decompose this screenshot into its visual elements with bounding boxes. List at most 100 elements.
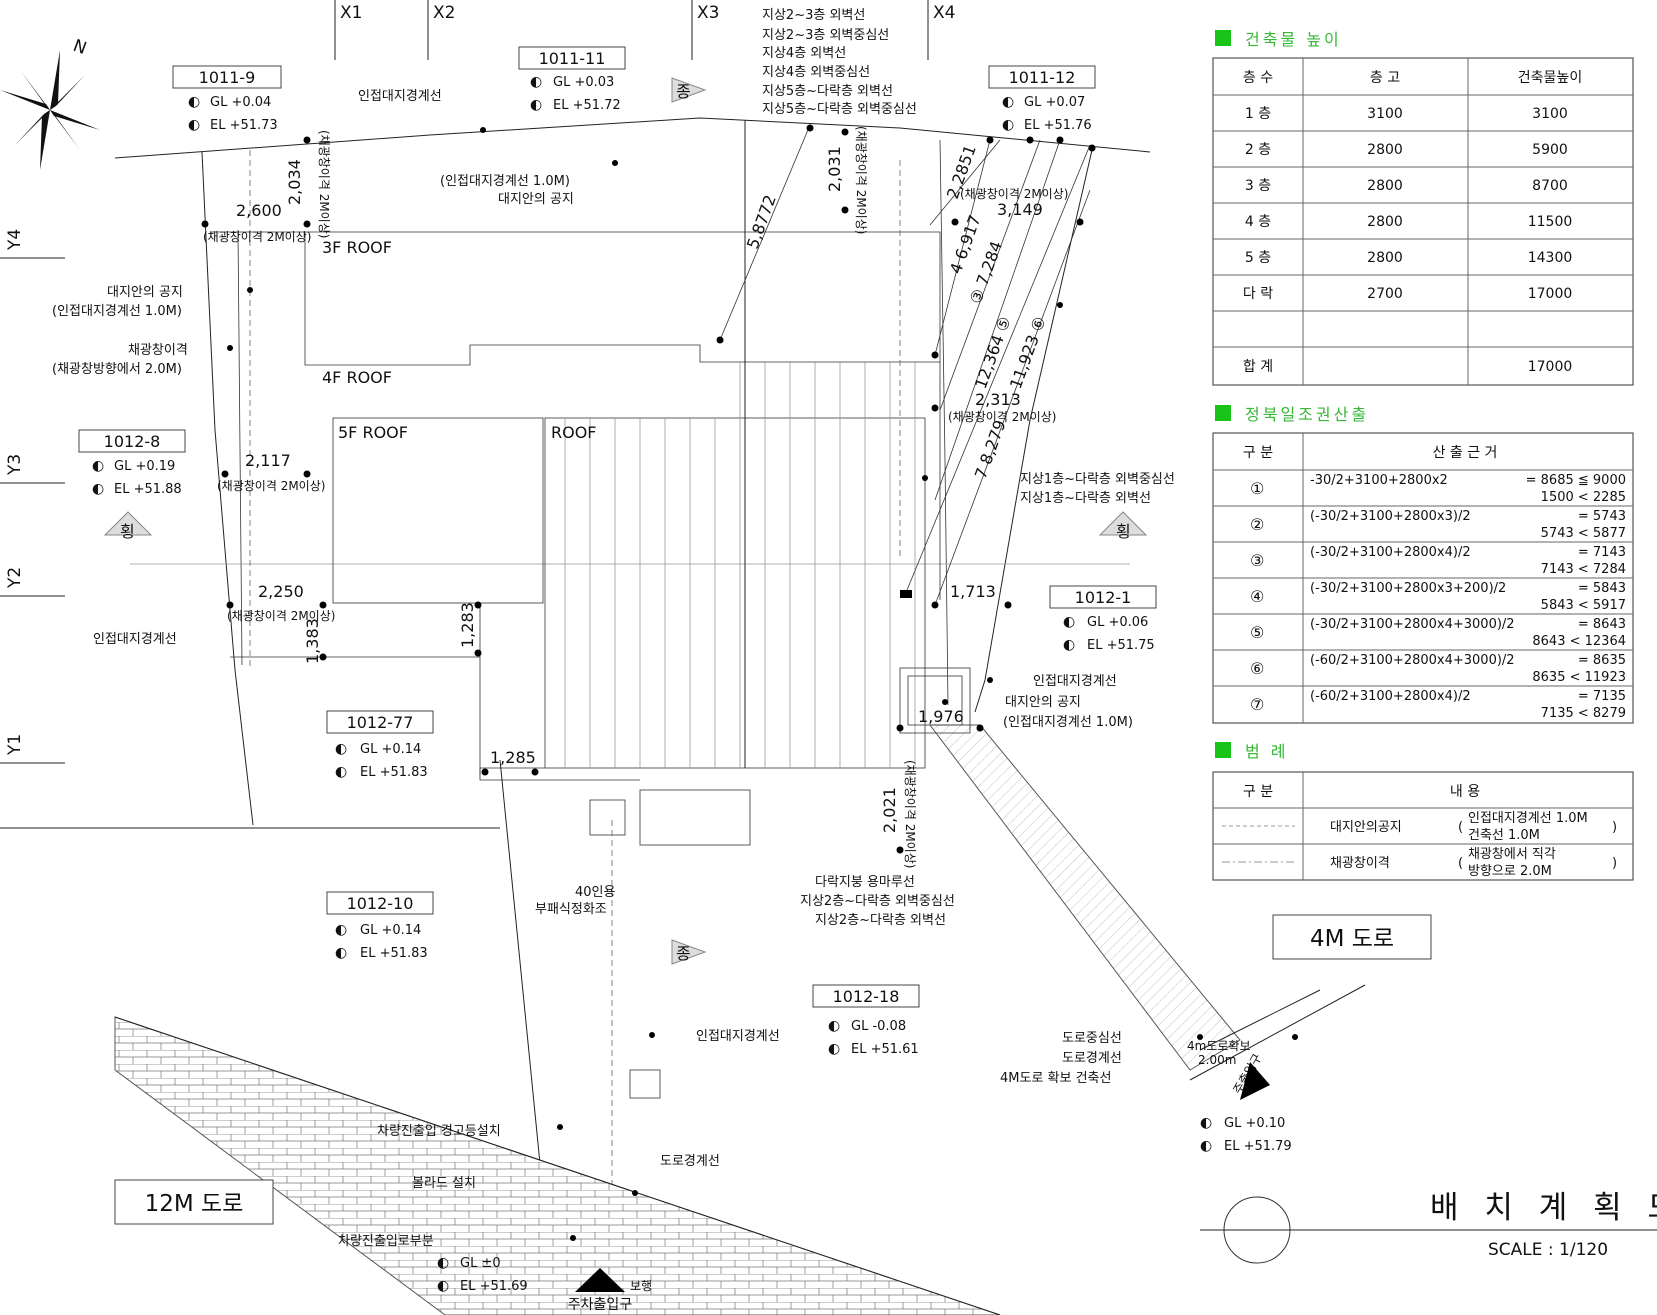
svg-text:(-30/2+3100+2800x3)/2: (-30/2+3100+2800x3)/2 bbox=[1310, 509, 1471, 524]
svg-text:5743 < 5877: 5743 < 5877 bbox=[1541, 526, 1626, 541]
svg-text:7 8,279: 7 8,279 bbox=[971, 417, 1010, 481]
level-icon: ◐ bbox=[828, 1018, 840, 1034]
svg-text:1012-77: 1012-77 bbox=[347, 713, 414, 732]
svg-text:인접대지경계선: 인접대지경계선 bbox=[93, 632, 177, 647]
grid-x1: X1 bbox=[340, 3, 362, 23]
lot-label-1011-12: 1011-12 ◐GL +0.07 ◐EL +51.76 bbox=[988, 65, 1096, 133]
svg-text:(채광창이격 2M이상): (채광창이격 2M이상) bbox=[854, 126, 868, 234]
svg-text:④: ④ bbox=[1250, 587, 1264, 606]
grid-y4: Y4 bbox=[5, 229, 25, 251]
svg-text:채광창이격: 채광창이격 bbox=[128, 343, 188, 358]
svg-text:(인접대지경계선 1.0M): (인접대지경계선 1.0M) bbox=[52, 304, 182, 319]
svg-text:(인접대지경계선 1.0M): (인접대지경계선 1.0M) bbox=[1003, 715, 1133, 730]
svg-text:EL +51.72: EL +51.72 bbox=[553, 98, 621, 113]
svg-text:2,117: 2,117 bbox=[245, 451, 291, 470]
grid-x4: X4 bbox=[933, 3, 955, 23]
svg-text:11500: 11500 bbox=[1528, 214, 1573, 230]
svg-text:GL +0.06: GL +0.06 bbox=[1087, 615, 1148, 630]
height-table-heading: 건축물 높이 bbox=[1245, 30, 1342, 49]
svg-text:3 층: 3 층 bbox=[1245, 178, 1271, 194]
svg-text:1,383: 1,383 bbox=[303, 618, 322, 664]
svg-text:7143 < 7284: 7143 < 7284 bbox=[1541, 562, 1626, 577]
svg-text:(채광창이격 2M이상): (채광창이격 2M이상) bbox=[317, 130, 331, 238]
svg-text:5 층: 5 층 bbox=[1245, 250, 1271, 266]
svg-text:2,600: 2,600 bbox=[236, 201, 282, 220]
svg-text:EL +51.79: EL +51.79 bbox=[1224, 1139, 1292, 1154]
svg-text:대지안의공지: 대지안의공지 bbox=[1330, 820, 1402, 835]
level-icon: ◐ bbox=[335, 945, 347, 961]
svg-text:인접대지경계선: 인접대지경계선 bbox=[1033, 674, 1117, 689]
svg-text:1 층: 1 층 bbox=[1245, 106, 1271, 122]
svg-text:건축선 1.0M: 건축선 1.0M bbox=[1468, 828, 1540, 843]
svg-text:구 분: 구 분 bbox=[1243, 784, 1273, 800]
svg-text:1,713: 1,713 bbox=[950, 582, 996, 601]
grid-x3: X3 bbox=[697, 3, 719, 23]
drawing-scale: SCALE : 1/120 bbox=[1488, 1240, 1608, 1260]
svg-text:8700: 8700 bbox=[1532, 178, 1568, 194]
level-icon: ◐ bbox=[92, 481, 104, 497]
svg-text:구 분: 구 분 bbox=[1243, 445, 1273, 461]
svg-text:2800: 2800 bbox=[1367, 214, 1403, 230]
svg-text:종: 종 bbox=[676, 944, 691, 963]
svg-text:GL +0.10: GL +0.10 bbox=[1224, 1116, 1285, 1131]
svg-text:차량진출입 경고등설치: 차량진출입 경고등설치 bbox=[377, 1124, 501, 1139]
svg-text:(-30/2+3100+2800x3+200)/2: (-30/2+3100+2800x3+200)/2 bbox=[1310, 581, 1506, 596]
svg-text:(채광창이격 2M이상): (채광창이격 2M이상) bbox=[217, 479, 325, 493]
level-icon: ◐ bbox=[335, 741, 347, 757]
section-mark-long-bottom: 종 bbox=[671, 939, 707, 965]
level-icon: ◐ bbox=[1063, 637, 1075, 653]
svg-text:대지안의 공지: 대지안의 공지 bbox=[498, 192, 574, 207]
svg-text:EL +51.76: EL +51.76 bbox=[1024, 118, 1092, 133]
level-icon: ◐ bbox=[530, 97, 542, 113]
legend-table-heading: 범 례 bbox=[1245, 742, 1289, 761]
svg-text:= 5743: = 5743 bbox=[1578, 509, 1626, 524]
svg-text:12M 도로: 12M 도로 bbox=[145, 1191, 244, 1217]
svg-text:(채광창이격 2M이상): (채광창이격 2M이상) bbox=[203, 230, 311, 244]
svg-text:EL +51.73: EL +51.73 bbox=[210, 118, 278, 133]
lot-label-1012-1: 1012-1 ◐GL +0.06 ◐EL +51.75 bbox=[1049, 585, 1157, 653]
grid-y3: Y3 bbox=[5, 454, 25, 476]
svg-text:(-60/2+3100+2800x4+3000)/2: (-60/2+3100+2800x4+3000)/2 bbox=[1310, 653, 1515, 668]
svg-text:2,250: 2,250 bbox=[258, 582, 304, 601]
svg-text:(채광창이격 2M이상): (채광창이격 2M이상) bbox=[960, 187, 1068, 201]
svg-text:1500 < 2285: 1500 < 2285 bbox=[1541, 490, 1626, 505]
svg-text:= 7143: = 7143 bbox=[1578, 545, 1626, 560]
lot-label-1012-8: 1012-8 ◐GL +0.19 ◐EL +51.88 bbox=[78, 429, 186, 497]
svg-text:4M 도로: 4M 도로 bbox=[1310, 926, 1394, 952]
main-road-label: 12M 도로 bbox=[114, 1179, 274, 1225]
svg-text:7135 < 8279: 7135 < 8279 bbox=[1541, 706, 1626, 721]
svg-text:⑥: ⑥ bbox=[1250, 659, 1264, 678]
svg-text:산 출 근 거: 산 출 근 거 bbox=[1433, 445, 1498, 461]
svg-text:지상5층~다락층 외벽중심선: 지상5층~다락층 외벽중심선 bbox=[762, 102, 917, 117]
section-mark-cross-right: 횡 bbox=[1098, 511, 1148, 541]
svg-text:1012-1: 1012-1 bbox=[1075, 588, 1132, 607]
grid-y2: Y2 bbox=[5, 567, 25, 589]
svg-text:GL +0.14: GL +0.14 bbox=[360, 742, 421, 757]
site-lines bbox=[0, 117, 1366, 1315]
dimension-dots bbox=[201, 124, 1298, 1241]
svg-text:횡: 횡 bbox=[1116, 522, 1131, 541]
svg-text:= 8635: = 8635 bbox=[1578, 653, 1626, 668]
svg-text:(-30/2+3100+2800x4+3000)/2: (-30/2+3100+2800x4+3000)/2 bbox=[1310, 617, 1515, 632]
legend-table: 범 례 구 분 내 용 대지안의공지 () 인접대지경계선 1.0M 건축선 1… bbox=[1212, 742, 1634, 881]
side-entrance-marker: ◐GL +0.10 ◐EL +51.79 bbox=[1200, 1062, 1292, 1154]
roof-label-top: ROOF bbox=[551, 423, 597, 442]
svg-text:2800: 2800 bbox=[1367, 178, 1403, 194]
svg-text:GL +0.19: GL +0.19 bbox=[114, 459, 175, 474]
svg-text:다락지붕 용마루선: 다락지붕 용마루선 bbox=[815, 875, 915, 890]
svg-text:8635 < 11923: 8635 < 11923 bbox=[1532, 670, 1626, 685]
svg-text:볼라드 설치: 볼라드 설치 bbox=[412, 1176, 476, 1191]
lot-label-1011-11: 1011-11 ◐GL +0.03 ◐EL +51.72 bbox=[518, 46, 626, 113]
svg-text:): ) bbox=[1612, 820, 1617, 835]
lot-label-1012-10: 1012-10 ◐GL +0.14 ◐EL +51.83 bbox=[326, 891, 434, 961]
svg-text:2800: 2800 bbox=[1367, 250, 1403, 266]
north-arrow-icon: N bbox=[0, 36, 100, 170]
svg-text:지상2~3층 외벽중심선: 지상2~3층 외벽중심선 bbox=[762, 28, 889, 43]
lot-label-1012-18: 1012-18 ◐GL -0.08 ◐EL +51.61 bbox=[812, 984, 920, 1057]
svg-text:3,149: 3,149 bbox=[997, 200, 1043, 219]
svg-text:도로경계선: 도로경계선 bbox=[660, 1154, 720, 1169]
svg-text:-30/2+3100+2800x2: -30/2+3100+2800x2 bbox=[1310, 473, 1448, 488]
level-icon: ◐ bbox=[1200, 1115, 1212, 1131]
svg-text:5,8772: 5,8772 bbox=[743, 192, 780, 251]
svg-text:1011-9: 1011-9 bbox=[199, 68, 256, 87]
